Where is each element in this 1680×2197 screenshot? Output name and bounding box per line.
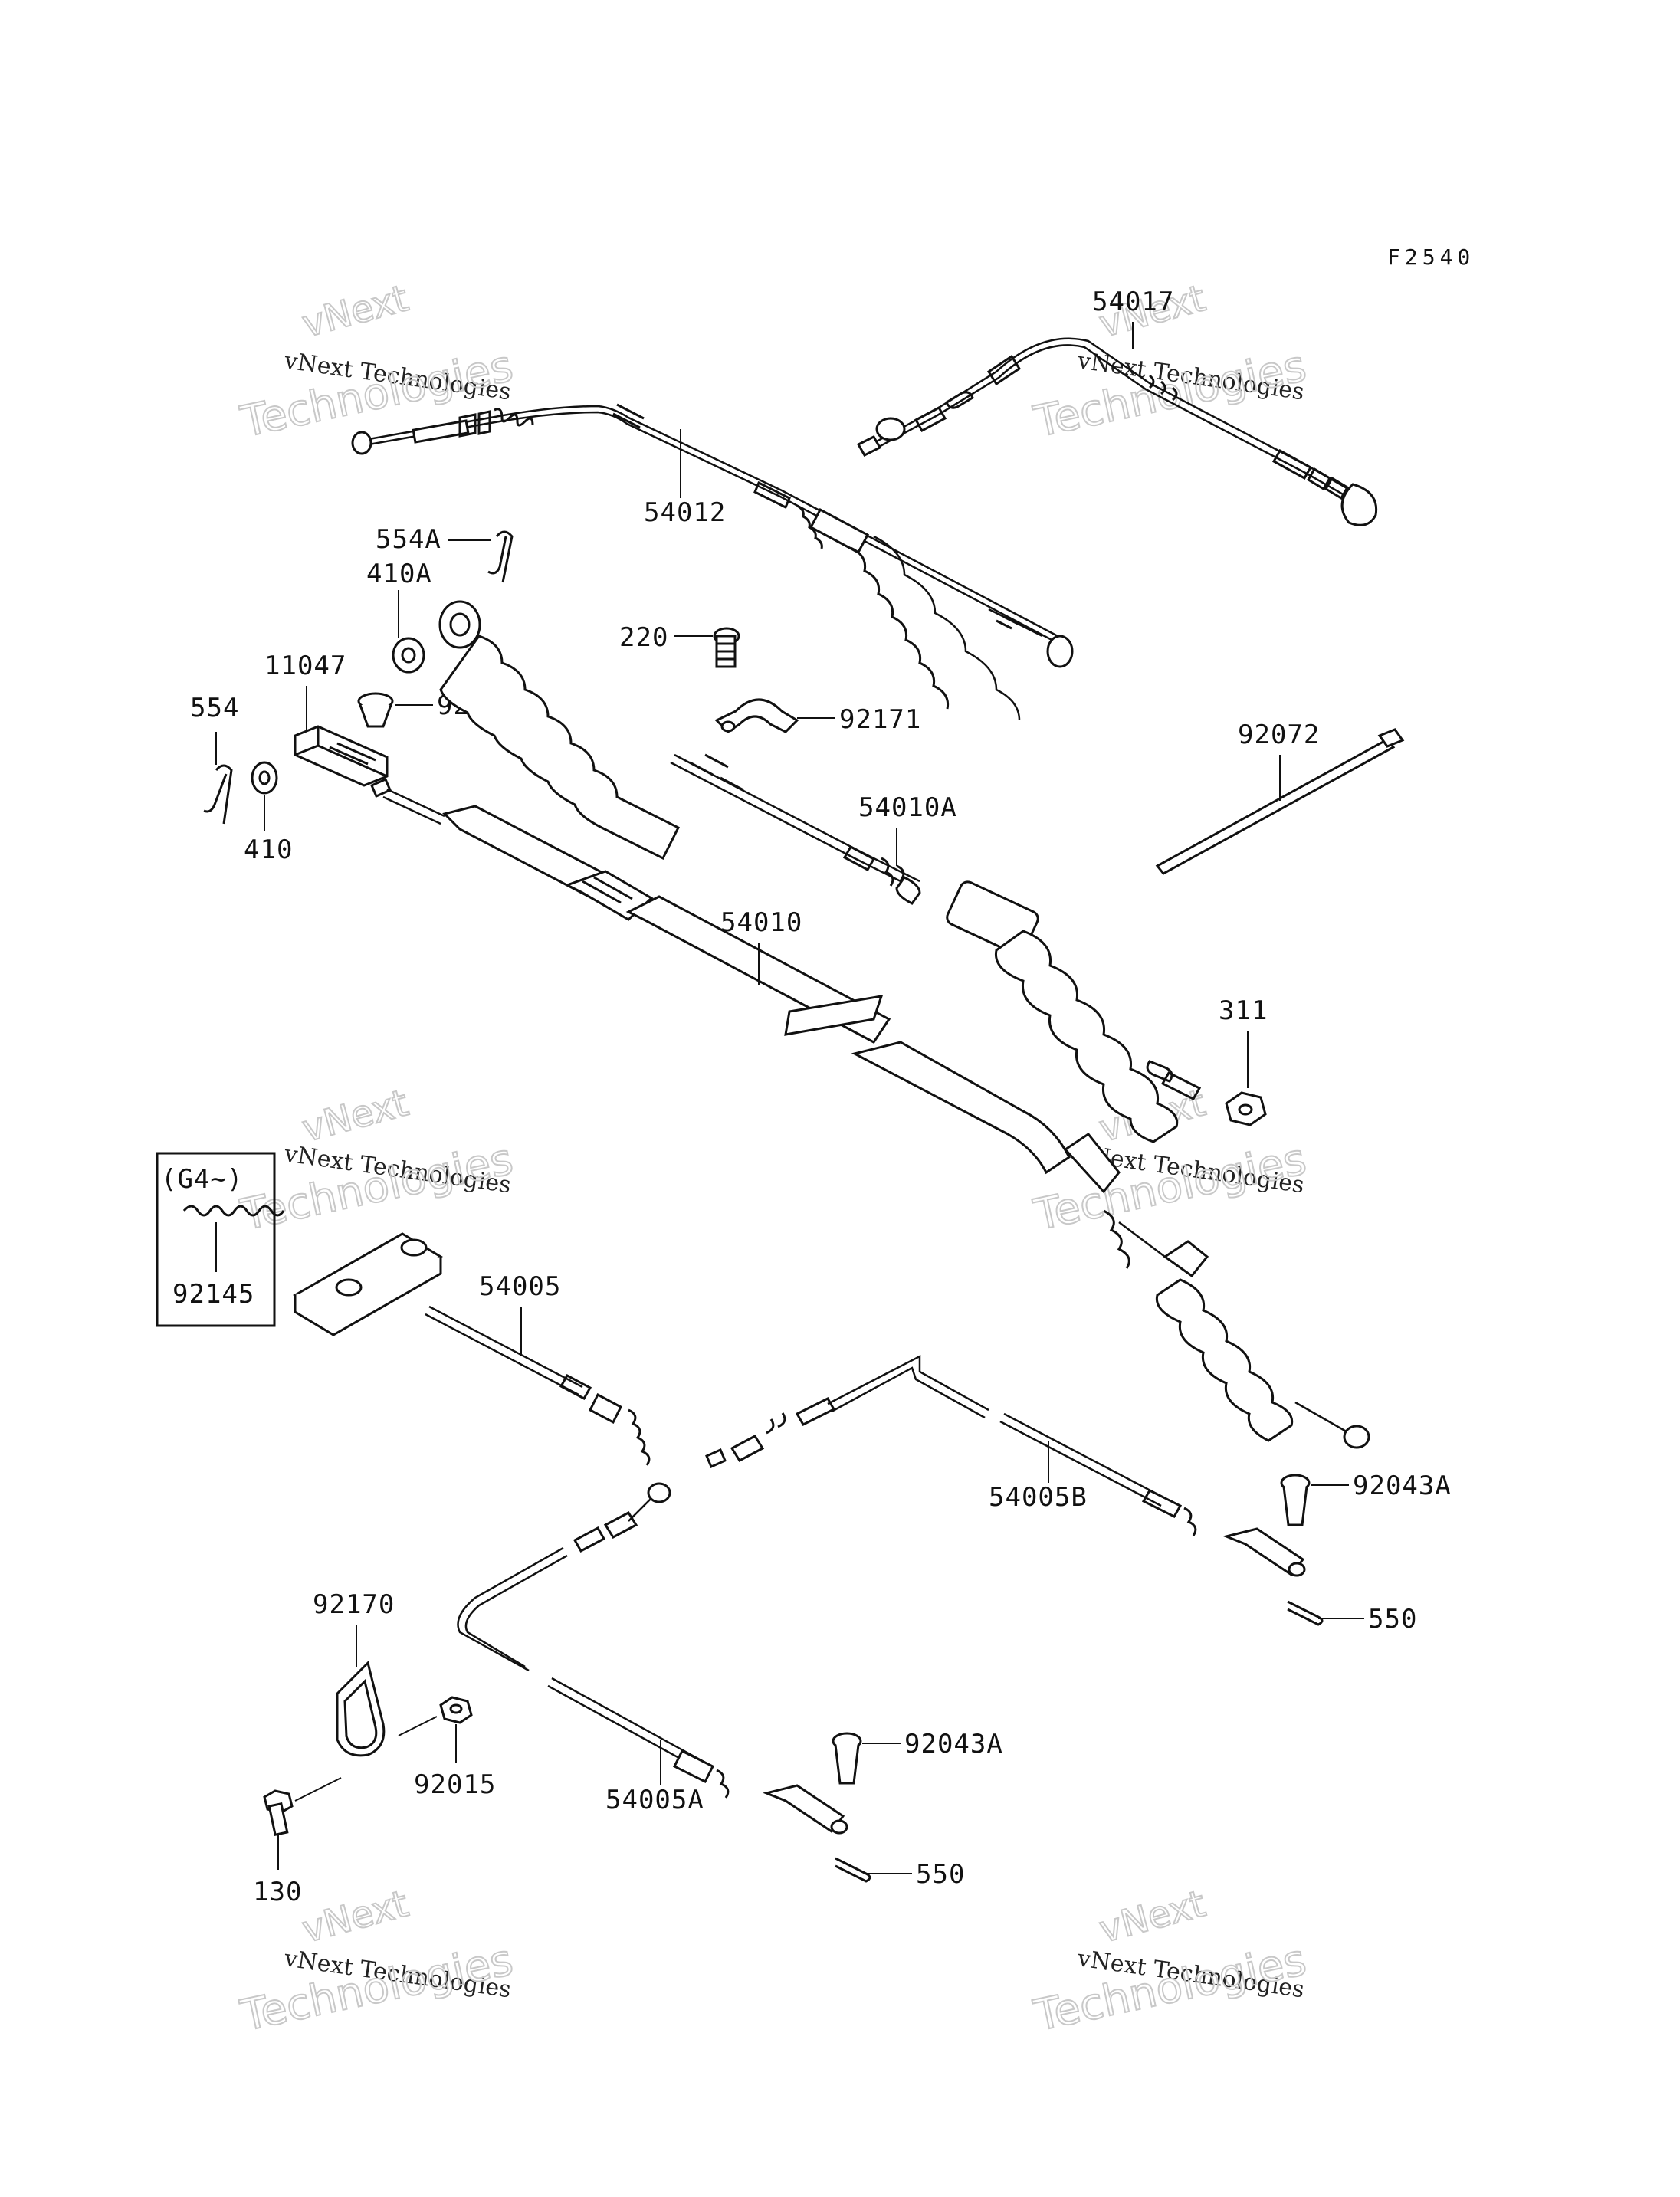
svg-text:vNext: vNext	[1095, 1882, 1210, 1951]
callout-54005: 54005	[479, 1271, 561, 1302]
spring-92145	[182, 1205, 285, 1217]
cable-tie-92072	[1155, 728, 1405, 875]
clamp-92171	[714, 698, 799, 733]
callout-54010: 54010	[720, 907, 802, 938]
callout-220: 220	[619, 622, 668, 653]
callout-92015: 92015	[414, 1769, 496, 1800]
callout-550-1: 550	[1368, 1604, 1417, 1635]
cable-54012	[351, 403, 1074, 721]
cable-54010a	[438, 600, 1202, 1143]
bolt-220	[713, 627, 740, 668]
cable-54017	[856, 337, 1378, 526]
pin-92043a-right	[1280, 1474, 1311, 1526]
g4-box	[156, 1152, 276, 1327]
watermark-mid-right: vNext vNext Technologies Technologies	[1029, 1080, 1311, 1241]
svg-text:vNext: vNext	[298, 277, 413, 346]
watermark-mid-left: vNext vNext Technologies Technologies	[235, 1080, 517, 1241]
svg-text:vNext: vNext	[298, 1081, 413, 1150]
bracket-11047	[294, 725, 389, 787]
callout-54010A: 54010A	[858, 792, 957, 823]
callout-92043A-2: 92043A	[904, 1729, 1003, 1759]
cable-54010	[370, 778, 1370, 1449]
callout-54017: 54017	[1092, 287, 1174, 317]
guard-92170	[336, 1661, 386, 1757]
svg-text:Technologies: Technologies	[1029, 1935, 1310, 2041]
callout-554: 554	[190, 693, 239, 723]
svg-text:vNext: vNext	[298, 1882, 413, 1951]
pin-92043a-lower	[832, 1732, 862, 1785]
callout-54005B: 54005B	[989, 1482, 1088, 1513]
callout-92145: 92145	[172, 1279, 254, 1310]
callout-92043A-1: 92043A	[1353, 1471, 1452, 1501]
callout-311: 311	[1219, 995, 1268, 1026]
callout-92170: 92170	[313, 1589, 395, 1620]
nut-92015	[439, 1696, 473, 1724]
callout-92072: 92072	[1238, 720, 1320, 750]
callout-554A: 554A	[376, 524, 441, 555]
callout-410: 410	[244, 835, 293, 865]
callout-54012: 54012	[644, 497, 726, 528]
callout-54005A: 54005A	[605, 1785, 704, 1815]
watermark-bottom-right: vNext vNext Technologies Technologies	[1029, 1881, 1311, 2042]
callout-550-2: 550	[916, 1859, 965, 1890]
callout-92171: 92171	[839, 704, 921, 735]
bolt-130	[263, 1789, 294, 1837]
cable-54005b	[705, 1354, 1306, 1577]
callout-11047: 11047	[264, 651, 346, 681]
clip-550-lower	[835, 1857, 871, 1883]
clip-550-right	[1287, 1600, 1324, 1626]
r-clip-554a	[487, 530, 514, 583]
pin-92043	[357, 692, 394, 728]
figure-id: F2540	[1387, 244, 1475, 270]
callout-130: 130	[253, 1877, 302, 1907]
svg-text:Technologies: Technologies	[236, 1935, 517, 2041]
cable-54005a	[457, 1482, 848, 1835]
callout-G4: (G4~)	[161, 1164, 243, 1195]
r-clip-554	[203, 764, 233, 825]
svg-text:Technologies: Technologies	[236, 1134, 517, 1241]
cable-54005	[293, 1232, 651, 1466]
callout-410A: 410A	[366, 559, 432, 589]
